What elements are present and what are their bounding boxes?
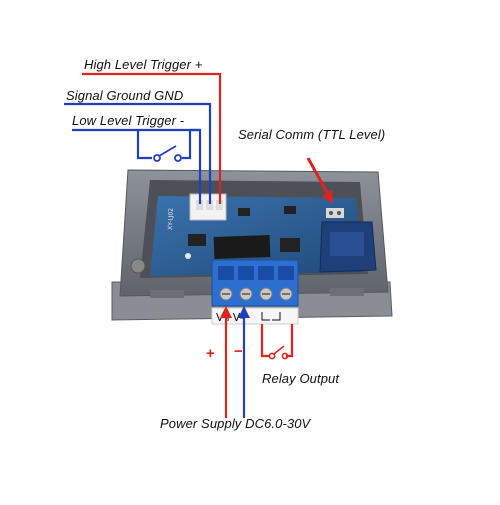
switch-icon: [153, 145, 182, 162]
label-low-trigger: Low Level Trigger -: [72, 113, 185, 128]
label-high-trigger: High Level Trigger +: [84, 57, 203, 72]
plus-sign: +: [206, 345, 215, 362]
label-power-supply: Power Supply DC6.0-30V: [160, 416, 311, 431]
label-serial-comm: Serial Comm (TTL Level): [238, 127, 386, 142]
wire-high-trigger: [82, 72, 222, 204]
relay-module: [319, 221, 377, 273]
minus-sign: −: [234, 343, 243, 360]
pcb-model-text: XY-LJ02: [167, 208, 175, 230]
label-signal-ground: Signal Ground GND: [66, 88, 184, 103]
switch-loop-wire: [136, 128, 200, 160]
wire-signal-ground: [64, 102, 212, 204]
arrow-icon: [306, 157, 333, 204]
label-relay-output: Relay Output: [262, 371, 340, 386]
relay-switch-icon: [268, 345, 289, 360]
screw-terminal-block: [211, 259, 299, 307]
